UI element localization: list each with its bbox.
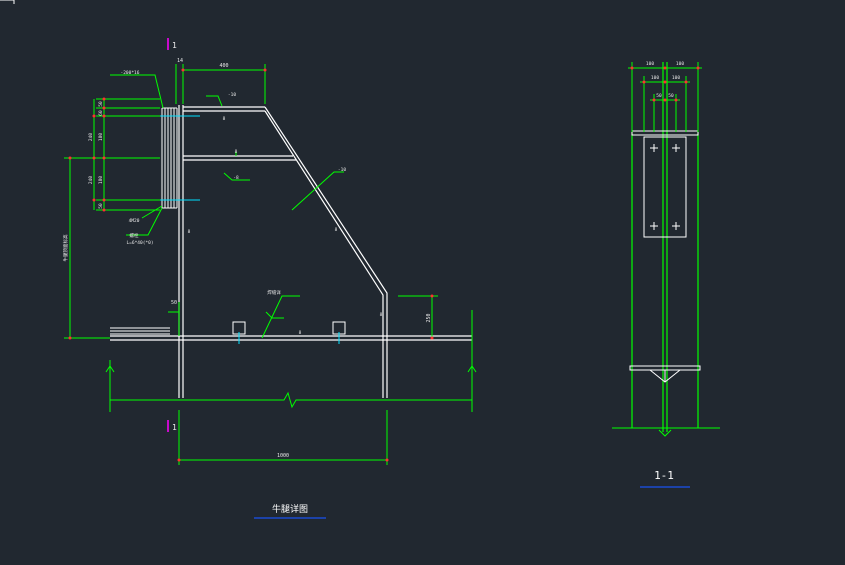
dim-1000: 1000	[277, 453, 289, 459]
bolt-label-2: 螺栓	[130, 232, 139, 239]
plate-label: -200*16	[121, 70, 140, 76]
weld-label-3: -10	[338, 167, 346, 173]
member-mark-d: 8	[335, 227, 338, 233]
left-dim-5: 180	[98, 176, 104, 184]
left-dim-vertical: 牛腿顶面标高	[62, 234, 69, 261]
sec-dim-row2-b: 100	[672, 75, 680, 81]
member-mark-b: 8	[235, 149, 238, 155]
sloped-edge-inner	[264, 110, 384, 398]
left-dim-6: 50	[98, 203, 104, 209]
bolt-label-1: 4M20	[129, 218, 140, 224]
member-mark-c: 8	[188, 229, 191, 235]
dim-50: 50	[171, 300, 177, 306]
break-line	[110, 391, 472, 409]
section-mark-bottom: 1	[172, 423, 177, 432]
corner-mark	[0, 0, 15, 4]
end-plate	[161, 107, 178, 209]
dim-250: 250	[426, 313, 432, 322]
member-mark-e: 8	[380, 312, 383, 318]
left-dim-2: 240	[88, 133, 94, 141]
left-dim-0: 50	[98, 101, 104, 107]
dimension-lines	[64, 64, 438, 465]
sec-dim-row1-a: 100	[646, 61, 654, 67]
sec-dim-row3-b: 50	[668, 93, 674, 99]
weld-label-1: -10	[228, 92, 236, 98]
dim-400: 400	[219, 63, 228, 69]
bolt-marks	[155, 115, 200, 201]
dimension-ticks	[68, 68, 434, 462]
member-mark-f: 8	[299, 330, 302, 336]
left-dim-4: 240	[88, 176, 94, 184]
sloped-edge-outer	[264, 106, 388, 398]
dim-14: 14	[177, 58, 183, 64]
member-mark-a: 8	[223, 116, 226, 122]
sec-dim-row1-b: 100	[676, 61, 684, 67]
left-dim-3: 180	[98, 133, 104, 141]
rail-hatch	[110, 327, 170, 335]
section-view-title: 1-1	[654, 469, 674, 482]
weld-label-2: -8	[233, 175, 239, 181]
main-view-title: 牛腿详图	[272, 503, 308, 515]
corbel-detail-view: 400 14 1000 250 50 50 60 240 180 240 180…	[62, 38, 477, 519]
section-end-plate	[643, 136, 687, 238]
sec-dim-row2-a: 100	[651, 75, 659, 81]
weld-top-label: 焊缝详	[267, 289, 281, 296]
section-bolts	[650, 144, 680, 230]
bolt-label-3: L=6*40(*0)	[126, 240, 153, 246]
section-mark-top: 1	[172, 41, 177, 50]
left-dim-1: 60	[98, 110, 104, 116]
section-1-1-view: 100 100 100 100 50 50 1-1	[612, 61, 720, 488]
sec-dim-row3-a: 50	[656, 93, 662, 99]
